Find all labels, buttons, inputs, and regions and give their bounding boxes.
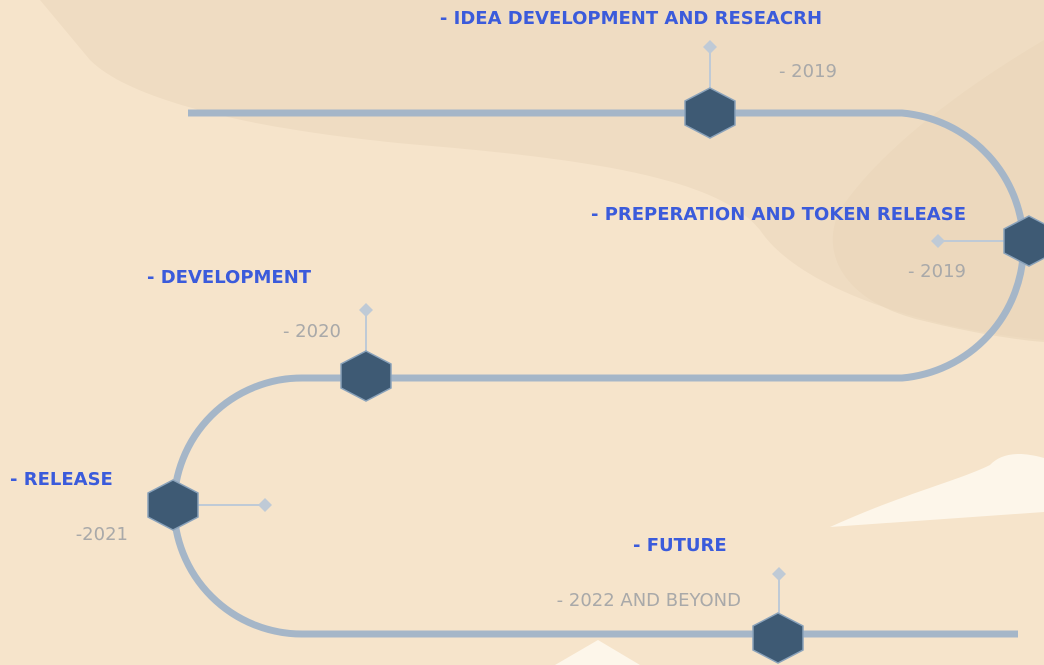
background-blob-white-right [830,454,1044,527]
hexagon-node-icon [752,612,804,664]
roadmap-path [170,109,1027,638]
background-blob-top [40,0,1044,340]
milestone-date-preparation-token-release: - 2019 [907,261,966,282]
milestone-title-release: - RELEASE [10,469,113,490]
diamond-marker-icon [258,498,272,512]
diamond-marker-icon [772,567,786,581]
milestone-title-development: - DEVELOPMENT [147,267,312,288]
hexagon-node-icon [684,87,736,139]
milestone-title-future: - FUTURE [633,535,727,556]
milestone-date-idea-development: - 2019 [778,61,837,82]
diamond-marker-icon [931,234,945,248]
milestone-date-development: - 2020 [282,321,341,342]
hexagon-node-icon [147,479,199,531]
milestone-date-future: - 2022 AND BEYOND [556,590,741,611]
milestone-date-release: -2021 [75,524,128,545]
hexagon-node-icon [340,350,392,402]
background-blob-white-bottom [555,640,640,665]
milestone-title-preparation-token-release: - PREPERATION AND TOKEN RELEASE [590,204,966,225]
diamond-marker-icon [359,303,373,317]
hexagon-node-icon [1003,215,1044,267]
diamond-marker-icon [703,40,717,54]
milestone-title-idea-development: - IDEA DEVELOPMENT AND RESEACRH [439,8,823,29]
background-blob-right [832,40,1044,342]
